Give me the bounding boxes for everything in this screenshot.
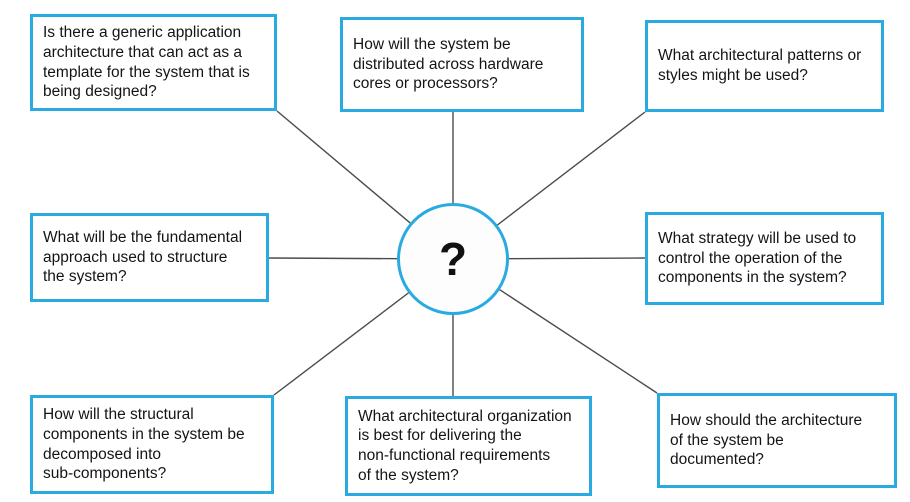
- question-box-generic-architecture: Is there a generic application architect…: [30, 14, 277, 111]
- question-box-documentation: How should the architecture of the syste…: [657, 393, 897, 488]
- central-hub-circle: ?: [397, 203, 509, 315]
- question-box-decomposition: How will the structural components in th…: [30, 395, 274, 494]
- question-text: How will the structural components in th…: [43, 406, 245, 483]
- question-text: What architectural patterns or styles mi…: [658, 47, 862, 84]
- question-mark-icon: ?: [438, 233, 468, 285]
- question-box-control-strategy: What strategy will be used to control th…: [645, 212, 884, 305]
- question-text: What architectural organization is best …: [358, 407, 572, 484]
- question-box-patterns-styles: What architectural patterns or styles mi…: [645, 20, 884, 112]
- question-box-nonfunctional-requirements: What architectural organization is best …: [345, 396, 592, 496]
- question-text: Is there a generic application architect…: [43, 24, 250, 101]
- question-text: What will be the fundamental approach us…: [43, 228, 243, 286]
- question-text: What strategy will be used to control th…: [658, 229, 857, 287]
- question-box-distribution: How will the system be distributed acros…: [340, 17, 584, 112]
- question-text: How will the system be distributed acros…: [353, 35, 544, 93]
- question-box-fundamental-approach: What will be the fundamental approach us…: [30, 213, 269, 302]
- question-text: How should the architecture of the syste…: [670, 411, 863, 469]
